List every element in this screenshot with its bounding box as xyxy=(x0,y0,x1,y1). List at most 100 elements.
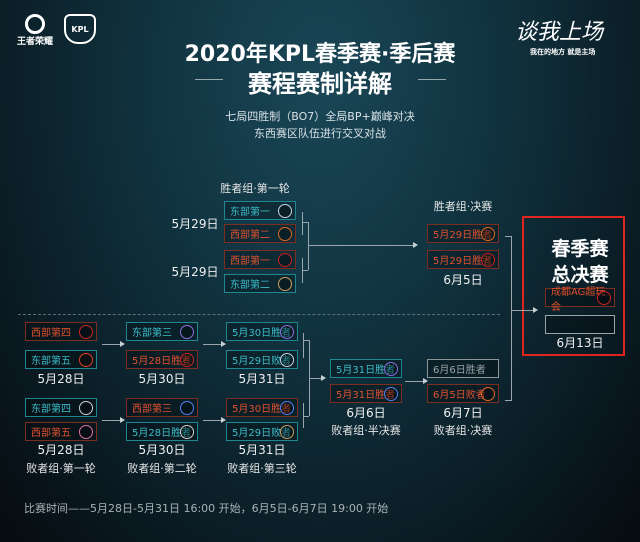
slot-team-label: 西部第一 xyxy=(230,256,270,267)
page-title: 2020年KPL春季赛·季后赛 xyxy=(184,42,456,67)
match-date: 5月31日 xyxy=(238,372,286,386)
grand-final-title-1: 春季赛 xyxy=(551,238,609,260)
slot-team-label: 东部第五 xyxy=(31,356,71,367)
team-logo-icon xyxy=(280,425,294,439)
round-label: 败者组·第二轮 xyxy=(127,462,197,475)
brand-logo-icon xyxy=(25,14,45,34)
grand-final-title-2: 总决赛 xyxy=(551,264,609,286)
bracket-slot[interactable]: 成都AG超玩会 xyxy=(545,287,615,313)
bracket-slot[interactable]: 6月6日胜者 xyxy=(427,359,499,378)
slot-team-label: 东部第一 xyxy=(230,207,270,218)
slot-team-label: 5月31日胜者 xyxy=(336,390,396,401)
bracket-slot[interactable] xyxy=(545,315,615,334)
round-label: 胜者组·决赛 xyxy=(433,200,493,213)
team-logo-icon xyxy=(278,204,292,218)
bracket-slot[interactable]: 5月29日败者 xyxy=(226,350,298,369)
bracket-line xyxy=(302,212,303,235)
team-logo-icon xyxy=(481,227,495,241)
slot-team-label: 西部第三 xyxy=(132,404,172,415)
bracket-line xyxy=(308,245,413,246)
bracket-line xyxy=(405,381,423,382)
brand-logo: 王者荣耀 xyxy=(12,14,58,47)
slot-team-label: 5月31日胜者 xyxy=(336,365,396,376)
match-date: 5月28日 xyxy=(37,443,85,457)
bracket-slot[interactable]: 5月30日胜者 xyxy=(226,398,298,417)
arrow-icon xyxy=(321,375,326,381)
bracket-slot[interactable]: 5月29日败者 xyxy=(226,422,298,441)
bracket-slot[interactable]: 6月5日败者 xyxy=(427,384,499,403)
bracket-slot[interactable]: 东部第一 xyxy=(224,201,296,220)
bracket-line xyxy=(303,403,304,428)
team-logo-icon xyxy=(481,253,495,267)
slogan-sub: 我在的地方 就是主场 xyxy=(530,48,596,56)
slot-team-label: 西部第二 xyxy=(230,230,270,241)
bracket-slot[interactable]: 东部第四 xyxy=(25,398,97,417)
arrow-icon xyxy=(221,341,226,347)
bracket-line xyxy=(303,333,304,358)
bracket-line xyxy=(309,378,321,379)
schedule-footer: 比赛时间——5月28日-5月31日 16:00 开始，6月5日-6月7日 19:… xyxy=(24,502,389,515)
arrow-icon xyxy=(533,307,538,313)
bracket-slot[interactable]: 5月29日胜者 xyxy=(427,224,499,243)
match-date: 6月5日 xyxy=(443,273,483,287)
slot-team-label: 5月29日胜者 xyxy=(433,230,493,241)
team-logo-icon xyxy=(79,401,93,415)
bracket-slot[interactable]: 东部第三 xyxy=(126,322,198,341)
team-logo-icon xyxy=(384,387,398,401)
bracket-slot[interactable]: 5月31日胜者 xyxy=(330,384,402,403)
slot-team-label: 东部第四 xyxy=(31,404,71,415)
team-logo-icon xyxy=(180,401,194,415)
bracket-slot[interactable]: 西部第三 xyxy=(126,398,198,417)
bracket-slot[interactable]: 5月29日胜者 xyxy=(427,250,499,269)
bracket-slot[interactable]: 西部第四 xyxy=(25,322,97,341)
slot-team-label: 5月30日胜者 xyxy=(232,328,292,339)
team-logo-icon xyxy=(79,353,93,367)
bracket-slot[interactable]: 东部第二 xyxy=(224,274,296,293)
bracket-line xyxy=(102,344,120,345)
slot-team-label: 西部第四 xyxy=(31,328,71,339)
team-logo-icon xyxy=(280,401,294,415)
slot-team-label: 5月29日胜者 xyxy=(433,256,493,267)
bracket-line xyxy=(303,416,309,417)
bracket-slot[interactable]: 5月30日胜者 xyxy=(226,322,298,341)
team-logo-icon xyxy=(180,353,194,367)
bracket-line xyxy=(308,222,309,270)
bracket-slot[interactable]: 5月28日胜者 xyxy=(126,422,198,441)
team-logo-icon xyxy=(278,253,292,267)
bracket-line xyxy=(203,344,221,345)
format-description: 七局四胜制（BO7）全局BP+巅峰对决 xyxy=(225,110,415,123)
team-logo-icon xyxy=(79,325,93,339)
brand-logo-text: 王者荣耀 xyxy=(16,37,53,47)
round-label: 败者组·第三轮 xyxy=(227,462,297,475)
arrow-icon xyxy=(221,417,226,423)
bracket-slot[interactable]: 西部第五 xyxy=(25,422,97,441)
slot-team-label: 6月5日败者 xyxy=(433,390,486,401)
bracket-slot[interactable]: 西部第一 xyxy=(224,250,296,269)
slot-team-label: 东部第二 xyxy=(230,280,270,291)
bracket-line xyxy=(303,340,309,341)
match-date: 5月30日 xyxy=(138,443,186,457)
cross-region-description: 东西赛区队伍进行交叉对战 xyxy=(254,127,386,140)
slot-team-label: 成都AG超玩会 xyxy=(551,286,606,313)
slot-team-label: 5月30日胜者 xyxy=(232,404,292,415)
bracket-slot[interactable]: 5月31日胜者 xyxy=(330,359,402,378)
slot-team-label: 西部第五 xyxy=(31,428,71,439)
arrow-icon xyxy=(120,417,125,423)
slot-team-label: 6月6日胜者 xyxy=(433,365,486,376)
arrow-icon xyxy=(413,242,418,248)
round-label: 胜者组·第一轮 xyxy=(220,182,290,195)
bracket-line xyxy=(302,222,308,223)
page-subtitle: 赛程赛制详解 xyxy=(248,70,392,98)
arrow-icon xyxy=(423,378,428,384)
match-date: 5月29日 xyxy=(171,217,219,231)
slot-team-label: 5月28日胜者 xyxy=(132,428,192,439)
bracket-slot[interactable]: 5月28日胜者 xyxy=(126,350,198,369)
slot-team-label: 5月29日败者 xyxy=(232,428,292,439)
bracket-slot[interactable]: 西部第二 xyxy=(224,224,296,243)
bracket-slot[interactable]: 东部第五 xyxy=(25,350,97,369)
slot-team-label: 东部第三 xyxy=(132,328,172,339)
team-logo-icon xyxy=(278,227,292,241)
slot-team-label: 5月29日败者 xyxy=(232,356,292,367)
bracket-line xyxy=(511,310,533,311)
bracket-line xyxy=(302,270,308,271)
